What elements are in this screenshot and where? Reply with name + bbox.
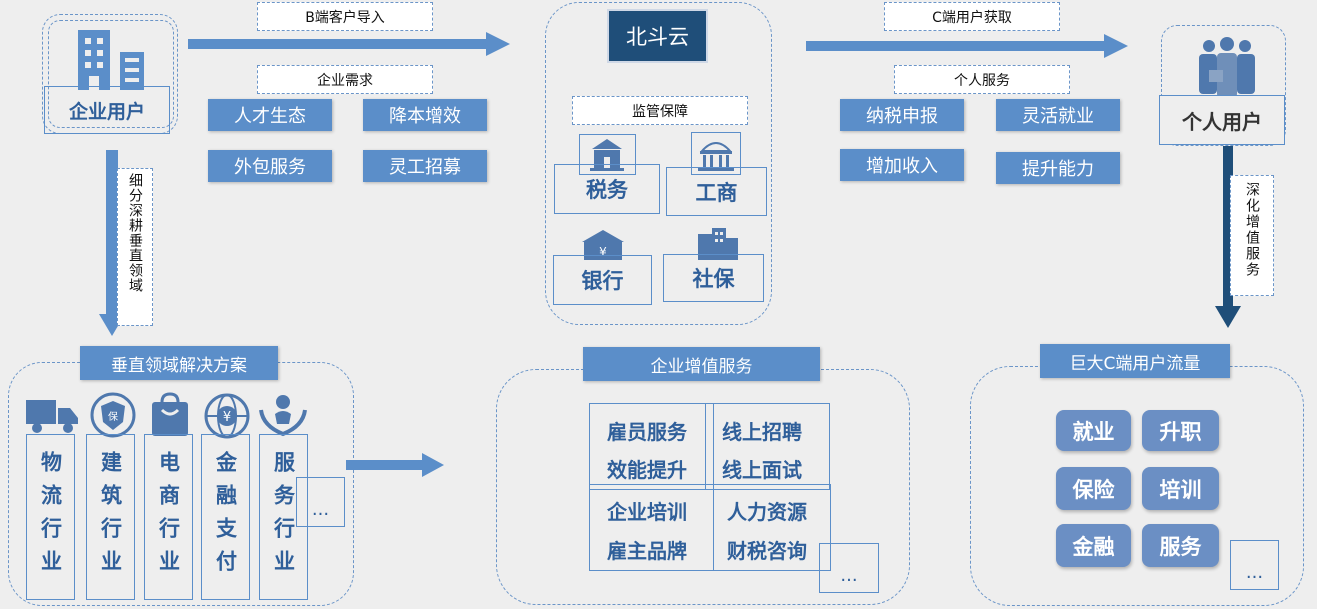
industry-logistics: 物流行业 <box>26 434 75 600</box>
arrow-to-enterprise-value <box>346 453 444 477</box>
building-icon <box>76 28 148 92</box>
c-acquire-label: C端用户获取 <box>884 2 1060 31</box>
enterprise-user-label: 企业用户 <box>44 86 170 134</box>
svg-text:¥: ¥ <box>599 245 607 259</box>
people-group-icon <box>1196 36 1258 100</box>
value-box-1 <box>589 403 714 490</box>
value-item-3: 效能提升 <box>607 458 687 482</box>
traffic-item-1: 就业 <box>1056 410 1131 451</box>
value-box-4 <box>713 484 831 571</box>
enterprise-user-inner-frame <box>48 20 174 128</box>
value-item-7: 雇主品牌 <box>607 539 687 563</box>
vertical-deep-text: 细分深耕垂直领域 <box>127 173 143 293</box>
service-hands-icon <box>259 392 307 438</box>
enterprise-value-title: 企业增值服务 <box>583 347 820 381</box>
industry-ecommerce-text: 电商行业 <box>156 451 181 583</box>
svg-text:保: 保 <box>108 410 118 423</box>
value-item-5: 企业培训 <box>607 500 687 524</box>
bank-box: 银行 <box>553 255 652 305</box>
traffic-item-5: 金融 <box>1056 524 1131 567</box>
industry-ecommerce: 电商行业 <box>144 434 193 600</box>
bank-label: 银行 <box>581 269 624 293</box>
tax-label: 税务 <box>586 178 628 202</box>
commerce-label: 工商 <box>695 180 738 205</box>
shopping-bag-icon <box>150 392 190 438</box>
shield-icon: 保 <box>90 392 136 438</box>
industry-service: 服务行业 <box>259 434 308 600</box>
arrow-b-import <box>188 32 510 56</box>
traffic-more: ... <box>1230 540 1279 590</box>
traffic-item-4: 培训 <box>1142 467 1219 510</box>
need-item-1: 人才生态 <box>208 99 332 131</box>
industry-construction-text: 建筑行业 <box>98 451 123 583</box>
social-security-box: 社保 <box>663 254 764 302</box>
need-item-4: 灵工招募 <box>363 150 487 182</box>
industry-finance-text: 金融支付 <box>213 451 238 583</box>
value-item-6: 人力资源 <box>727 500 807 524</box>
value-item-4: 线上面试 <box>722 458 802 482</box>
arrow-deep-value <box>1215 146 1241 328</box>
beidou-frame <box>545 2 772 325</box>
enterprise-needs-label: 企业需求 <box>257 65 433 94</box>
beidou-title: 北斗云 <box>607 9 708 63</box>
industry-finance: 金融支付 <box>201 434 250 600</box>
personal-user-label: 个人用户 <box>1159 95 1285 145</box>
supervision-label: 监管保障 <box>572 96 748 125</box>
enterprise-user-text: 企业用户 <box>68 100 145 123</box>
vertical-deep-label: 细分深耕垂直领域 <box>117 168 153 326</box>
traffic-item-2: 升职 <box>1142 410 1219 451</box>
value-more: ... <box>819 543 879 593</box>
social-security-label: 社保 <box>692 267 735 291</box>
traffic-item-6: 服务 <box>1142 524 1219 567</box>
need-item-2: 降本增效 <box>363 99 487 131</box>
deep-value-text: 深化增值服务 <box>1244 182 1260 278</box>
traffic-item-3: 保险 <box>1056 467 1131 510</box>
personal-item-4: 提升能力 <box>996 152 1120 184</box>
tax-box: 税务 <box>554 164 660 214</box>
commerce-box: 工商 <box>666 167 767 216</box>
arrow-c-acquire <box>806 34 1128 58</box>
industry-more: ... <box>296 477 345 527</box>
industry-construction: 建筑行业 <box>86 434 135 600</box>
tax-bureau-icon <box>579 134 636 175</box>
globe-yen-icon: ¥ <box>203 392 251 440</box>
personal-item-3: 增加收入 <box>840 149 964 181</box>
b-import-label: B端客户导入 <box>257 2 433 31</box>
personal-user-text: 个人用户 <box>1182 109 1262 134</box>
value-item-8: 财税咨询 <box>727 539 807 563</box>
personal-item-2: 灵活就业 <box>996 99 1120 131</box>
c-traffic-title: 巨大C端用户流量 <box>1040 344 1230 378</box>
deep-value-label: 深化增值服务 <box>1230 175 1274 296</box>
personal-item-1: 纳税申报 <box>840 99 964 131</box>
industry-logistics-text: 物流行业 <box>38 451 63 583</box>
vertical-solutions-title: 垂直领域解决方案 <box>80 346 278 380</box>
personal-service-label: 个人服务 <box>894 65 1070 94</box>
svg-text:¥: ¥ <box>223 410 231 425</box>
value-item-2: 线上招聘 <box>722 420 802 444</box>
industry-service-text: 服务行业 <box>271 451 296 583</box>
personal-user-frame <box>1161 25 1286 146</box>
truck-icon <box>26 396 78 436</box>
value-item-1: 雇员服务 <box>607 420 687 444</box>
value-box-2 <box>705 403 830 490</box>
need-item-3: 外包服务 <box>208 150 332 182</box>
